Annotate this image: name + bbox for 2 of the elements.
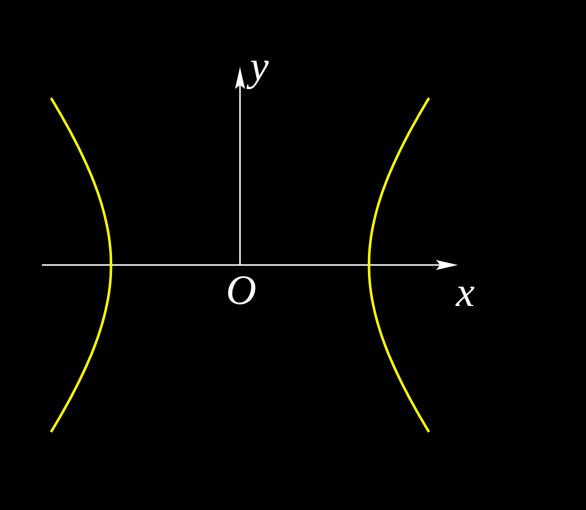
axis-label: x xyxy=(456,272,475,314)
axis-label: O xyxy=(226,270,256,312)
